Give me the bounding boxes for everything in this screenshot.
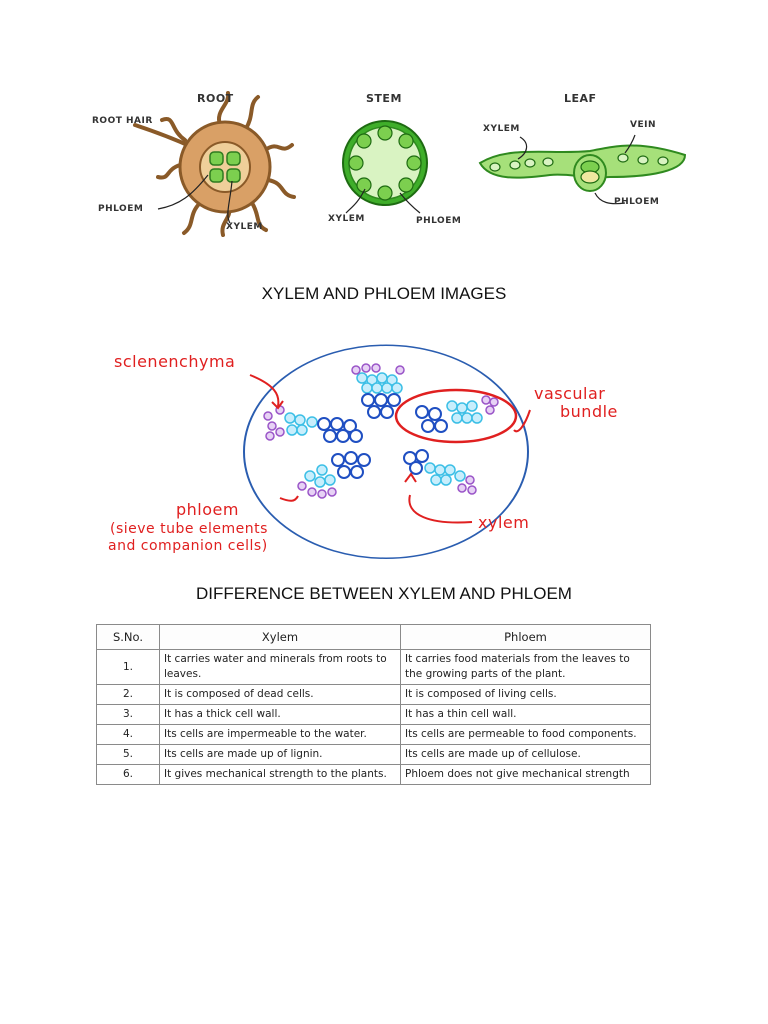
table-row: 2. It is composed of dead cells. It is c… <box>96 684 651 705</box>
leaf-cross-section <box>478 134 687 205</box>
vascular-bundle-top <box>351 363 405 419</box>
row-phloem: Phloem does not give mechanical strength <box>400 764 651 785</box>
row-phloem: Its cells are made up of cellulose. <box>400 744 651 765</box>
vascular-bundle-figure <box>243 344 531 559</box>
figure-caption-images: XYLEM AND PHLOEM IMAGES <box>261 284 507 303</box>
vascular-bundle-label-line1: vascular <box>534 384 606 403</box>
leaf-label: LEAF <box>564 92 597 105</box>
root-phloem-label: PHLOEM <box>98 204 144 214</box>
table-row: 3. It has a thick cell wall. It has a th… <box>96 704 651 725</box>
row-phloem: It carries food materials from the leave… <box>400 649 651 685</box>
annotation-arrows <box>249 374 531 524</box>
stem-label: STEM <box>366 92 402 105</box>
table-row: 4. Its cells are impermeable to the wate… <box>96 724 651 745</box>
vascular-bundle-bottom-right <box>403 449 477 495</box>
table-row: 6. It gives mechanical strength to the p… <box>96 764 651 785</box>
row-xylem: Its cells are impermeable to the water. <box>159 724 401 745</box>
row-phloem: It has a thin cell wall. <box>400 704 651 725</box>
phloem-desc-line2: and companion cells) <box>108 538 268 554</box>
leaf-phloem-label: PHLOEM <box>614 197 660 207</box>
comparison-table: S.No. Xylem Phloem 1. It carries water a… <box>96 624 651 785</box>
row-phloem: It is composed of living cells. <box>400 684 651 705</box>
row-xylem: It carries water and minerals from roots… <box>159 649 401 685</box>
phloem-desc-line1: (sieve tube elements <box>110 521 268 537</box>
row-sno: 4. <box>96 724 160 745</box>
vascular-bundle-label-line2: bundle <box>560 402 618 421</box>
leaf-xylem-label: XYLEM <box>483 124 520 134</box>
root-hair-label: ROOT HAIR <box>92 116 153 126</box>
row-phloem: Its cells are permeable to food componen… <box>400 724 651 745</box>
row-sno: 5. <box>96 744 160 765</box>
phloem-label: phloem <box>176 500 239 519</box>
row-xylem: It gives mechanical strength to the plan… <box>159 764 401 785</box>
leaf-vein-label: VEIN <box>630 120 656 130</box>
stem-xylem-label: XYLEM <box>328 214 365 224</box>
row-sno: 3. <box>96 704 160 725</box>
header-xylem: Xylem <box>159 624 401 650</box>
vascular-bundle-bottom-left <box>297 451 371 499</box>
row-xylem: It is composed of dead cells. <box>159 684 401 705</box>
row-sno: 6. <box>96 764 160 785</box>
sclerenchyma-label: sclenenchyma <box>114 352 236 371</box>
header-phloem: Phloem <box>400 624 651 650</box>
table-header-row: S.No. Xylem Phloem <box>96 624 651 650</box>
root-label: ROOT <box>197 92 234 105</box>
table-row: 5. Its cells are made up of lignin. Its … <box>96 744 651 765</box>
row-xylem: Its cells are made up of lignin. <box>159 744 401 765</box>
stem-cross-section <box>342 120 428 214</box>
stem-phloem-label: PHLOEM <box>416 216 462 226</box>
row-xylem: It has a thick cell wall. <box>159 704 401 725</box>
xylem-label: xylem <box>478 513 530 532</box>
table-row: 1. It carries water and minerals from ro… <box>96 649 651 685</box>
row-sno: 2. <box>96 684 160 705</box>
vascular-bundle-left <box>263 405 363 443</box>
row-sno: 1. <box>96 649 160 685</box>
vascular-bundle-right <box>394 388 518 444</box>
plant-cross-section-figure <box>133 91 687 237</box>
root-cross-section <box>133 91 296 237</box>
table-caption: DIFFERENCE BETWEEN XYLEM AND PHLOEM <box>196 584 572 603</box>
root-xylem-label: XYLEM <box>226 222 263 232</box>
header-sno: S.No. <box>96 624 160 650</box>
